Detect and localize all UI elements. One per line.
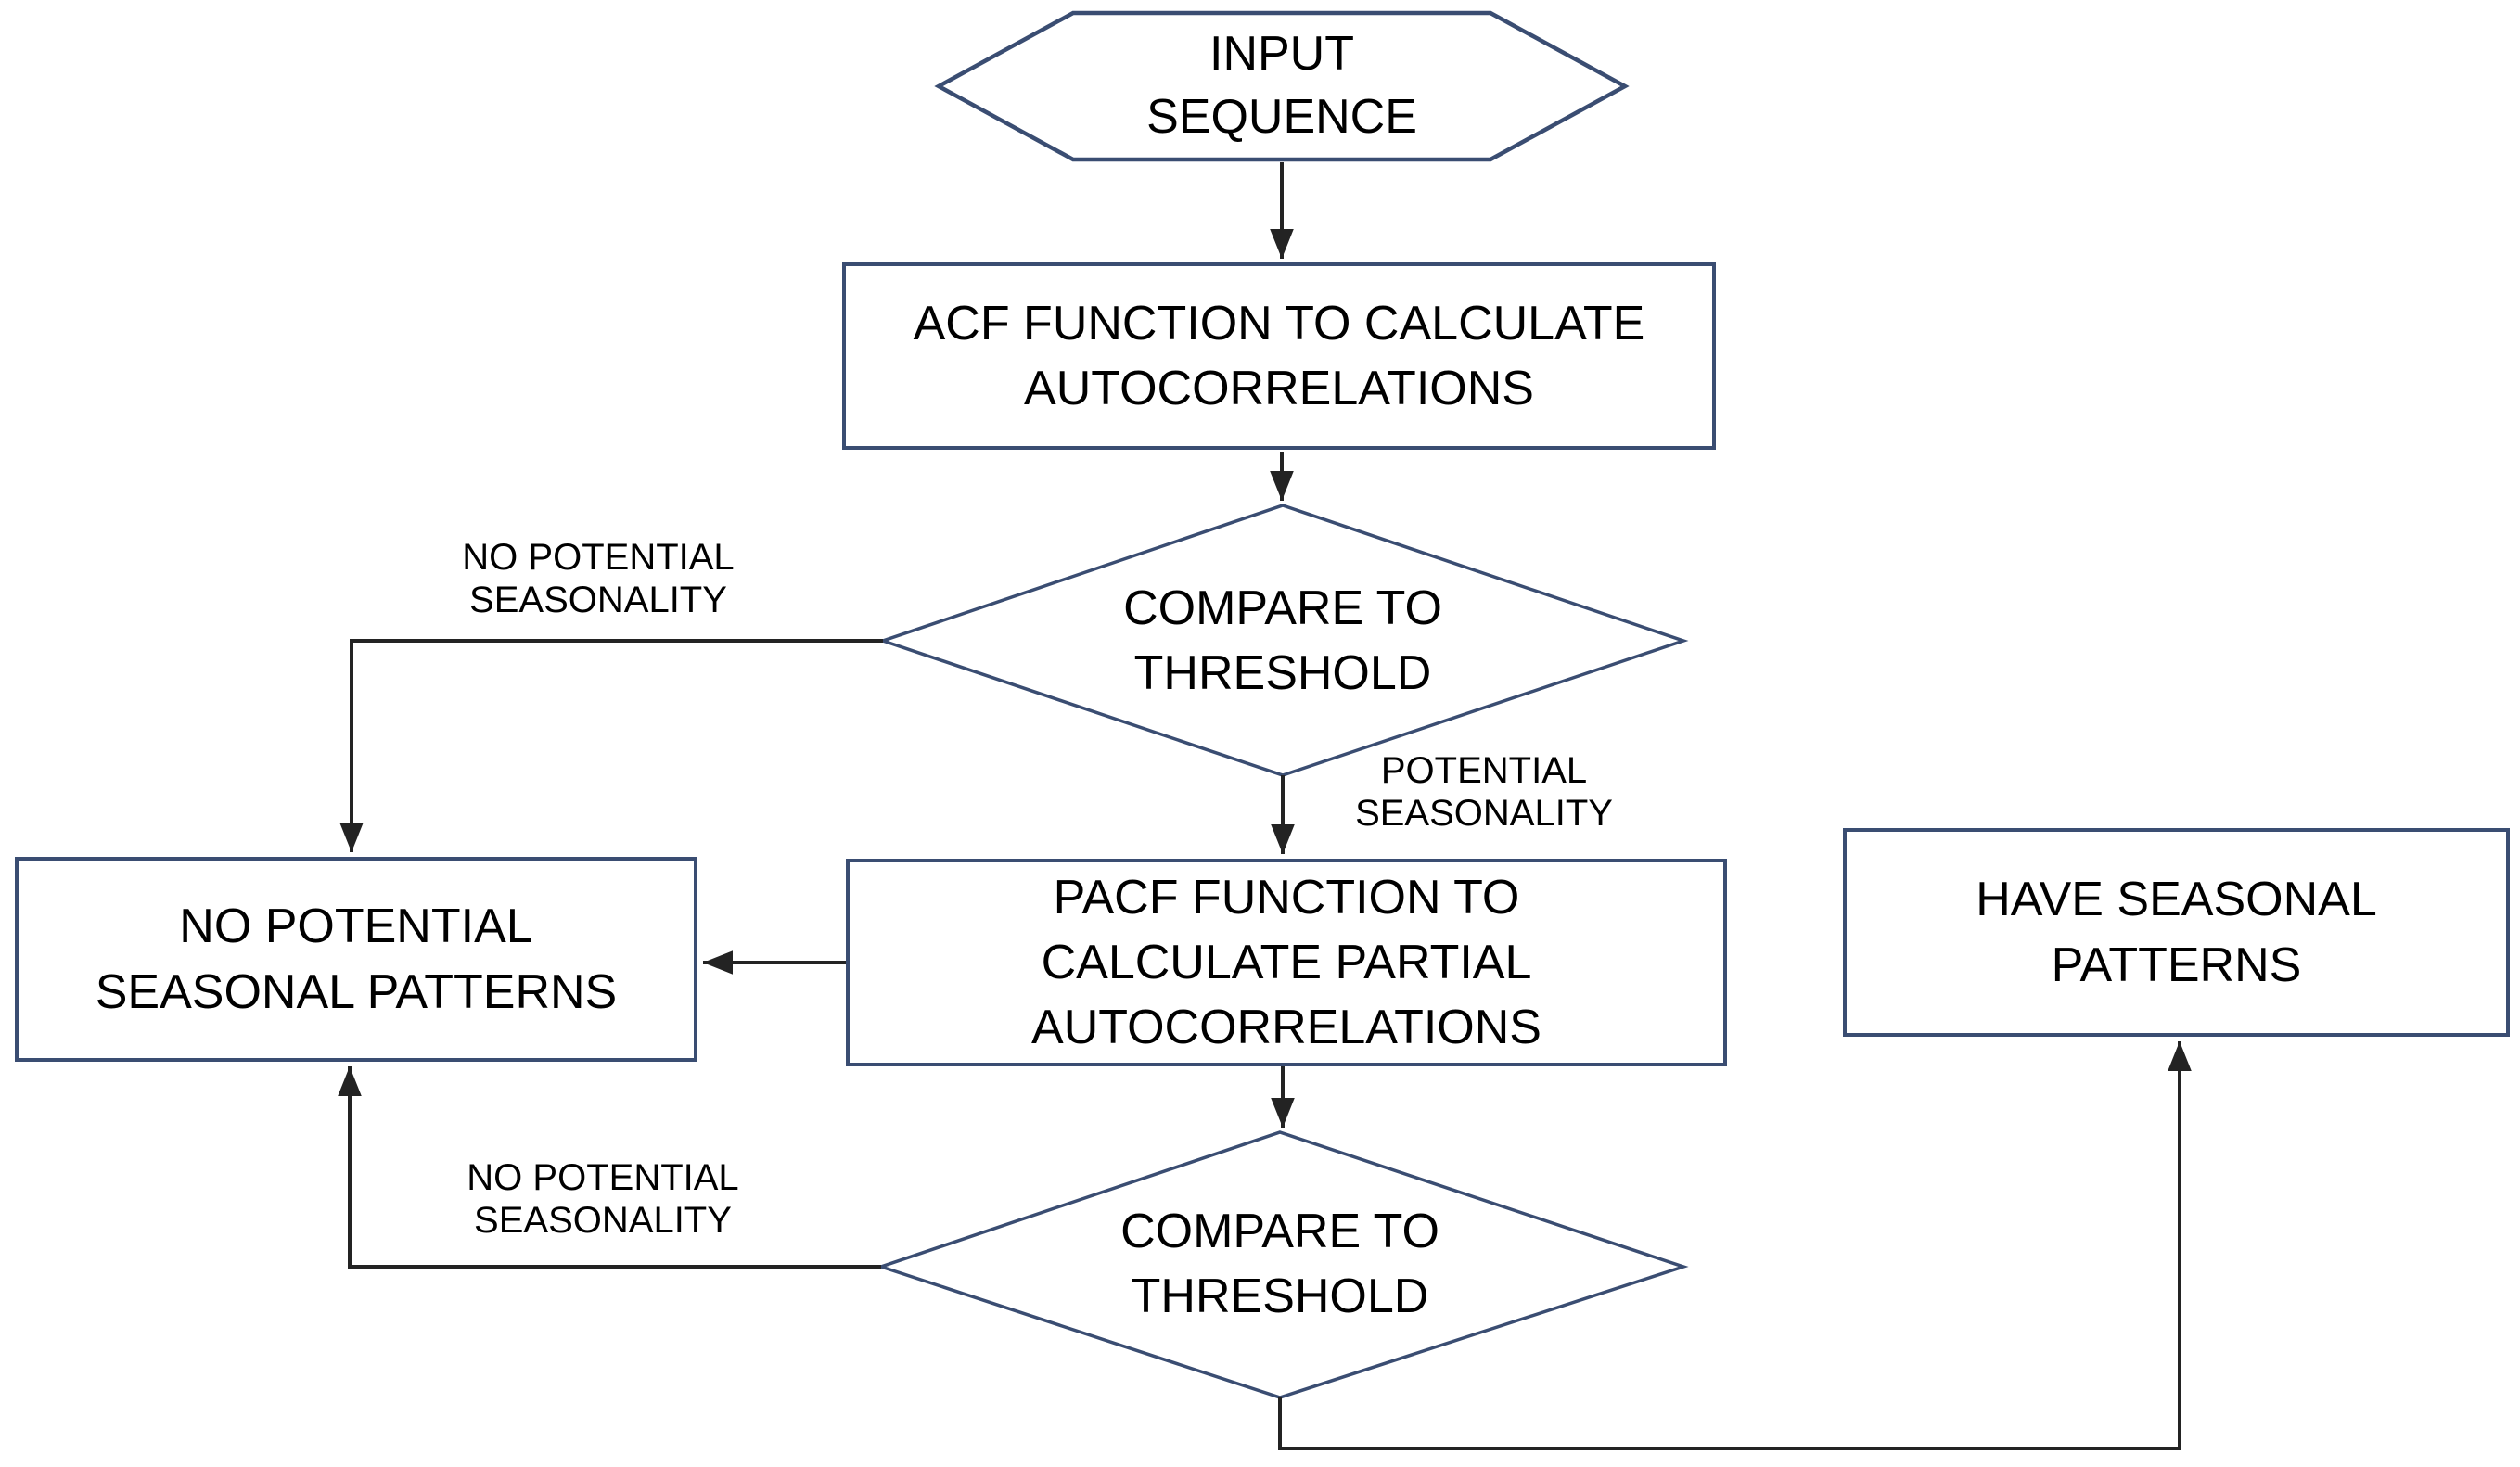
- pacf-node-label: PACF FUNCTION TO CALCULATE PARTIAL AUTOC…: [1031, 870, 1541, 1055]
- compare1-node-label: COMPARE TO THRESHOLD: [1123, 580, 1442, 700]
- connector-compare2-to-have-seasonal: [1278, 1041, 2192, 1450]
- no-seasonal-patterns-node-label: NO POTENTIAL SEASONAL PATTERNS: [95, 899, 618, 1019]
- acf-node-label: ACF FUNCTION TO CALCULATE AUTOCORRELATIO…: [913, 296, 1645, 415]
- acf-node: ACF FUNCTION TO CALCULATE AUTOCORRELATIO…: [842, 262, 1716, 450]
- no-seasonal-patterns-node: NO POTENTIAL SEASONAL PATTERNS: [15, 857, 697, 1062]
- compare2-node-label: COMPARE TO THRESHOLD: [1120, 1204, 1439, 1323]
- input-node-label: INPUT SEQUENCE: [1146, 27, 1417, 144]
- edge-label-no-potential-seasonality-2: NO POTENTIAL SEASONALITY: [467, 1157, 739, 1241]
- connector-compare1-to-no-seasonal: [339, 639, 883, 852]
- pacf-node: PACF FUNCTION TO CALCULATE PARTIAL AUTOC…: [846, 859, 1727, 1066]
- connector-compare2-to-no-seasonal: [338, 1066, 881, 1269]
- edge-label-potential-seasonality: POTENTIAL SEASONALITY: [1355, 750, 1613, 834]
- input-hexagon-shape: [934, 10, 1630, 162]
- have-seasonal-patterns-node: HAVE SEASONAL PATTERNS: [1843, 828, 2510, 1037]
- edge-label-no-potential-seasonality-1: NO POTENTIAL SEASONALITY: [462, 537, 735, 620]
- have-seasonal-patterns-node-label: HAVE SEASONAL PATTERNS: [1976, 873, 2377, 992]
